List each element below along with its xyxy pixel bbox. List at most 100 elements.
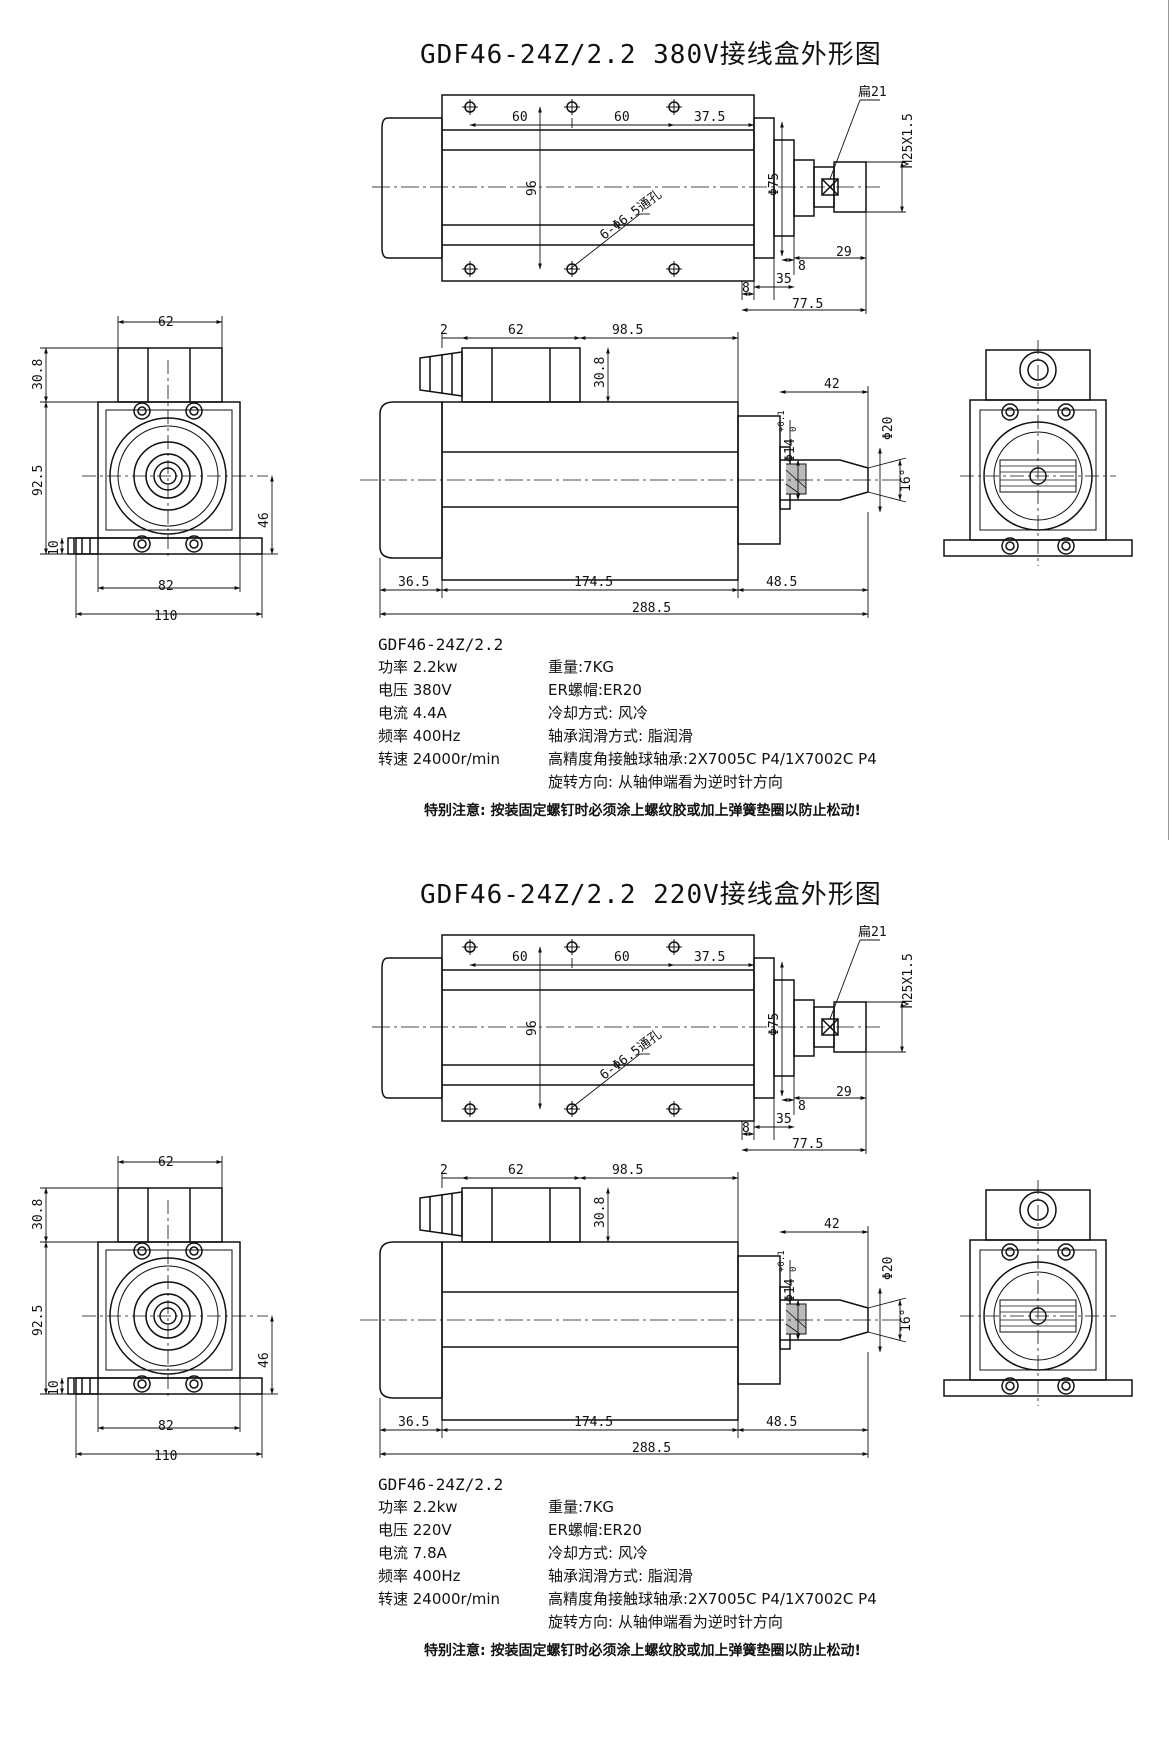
dim-8a: 8 [798,1099,806,1114]
dim-30-8-end: 30.8 [31,1199,46,1230]
dim-flat: 扁21 [858,85,887,100]
dim-42: 42 [824,377,840,392]
spec-weight: 重量:7KG [548,1498,615,1516]
technical-drawing: 60 60 37.5 96 6-Φ6.5通孔 Φ75 扁21 M25X1.5 8… [31,925,1133,1464]
dim-174-5: 174.5 [574,1415,613,1430]
spec-bearing: 高精度角接触球轴承:2X7005C P4/1X7002C P4 [548,750,877,768]
dim-10: 10 [47,540,62,556]
dim-hole-pitch-1: 60 [512,950,528,965]
dim-hole-pitch-1: 60 [512,110,528,125]
dim-82: 82 [158,579,174,594]
dim-98-5: 98.5 [612,1163,643,1178]
dim-20: Φ20 [881,1257,896,1280]
warning-note: 特别注意: 按装固定螺钉时必须涂上螺纹胶或加上弹簧垫圈以防止松动! [424,1643,861,1659]
spec-block: GDF46-24Z/2.2 功率 2.2kw 电压 380V 电流 4.4A 频… [378,633,898,791]
dim-tol-upper: +0.1 [777,1250,787,1272]
dim-36-5: 36.5 [398,575,429,590]
dim-flat: 扁21 [858,925,887,940]
drawing-sheet-220v: GDF46-24Z/2.2 220V接线盒外形图 [0,840,1172,1690]
spec-model: GDF46-24Z/2.2 [378,635,504,654]
dim-30-8-end: 30.8 [31,359,46,390]
spec-power: 功率 2.2kw [378,1498,458,1516]
dim-35: 35 [776,1112,792,1127]
spec-current: 电流 7.8A [378,1544,447,1562]
dimension-labels: 60 60 37.5 96 6-Φ6.5通孔 Φ75 扁21 M25X1.5 8… [31,925,916,1464]
dim-hole-pitch-2: 60 [614,950,630,965]
dim-tol-lower: 0 [789,1267,799,1272]
spec-cooling: 冷却方式: 风冷 [548,1544,648,1562]
dim-angle: 16° [899,469,914,492]
dim-hole-pitch-2: 60 [614,110,630,125]
dim-width: 96 [525,1020,540,1036]
dim-29: 29 [836,245,852,260]
dim-29: 29 [836,1085,852,1100]
dim-14: Φ14 [783,1278,798,1302]
spec-speed: 转速 24000r/min [378,1590,500,1608]
dim-77-5: 77.5 [792,1137,823,1152]
dim-30-8-side: 30.8 [593,1197,608,1228]
spec-bearing: 高精度角接触球轴承:2X7005C P4/1X7002C P4 [548,1590,877,1608]
dim-62-end: 62 [158,1155,174,1170]
spec-block: GDF46-24Z/2.2 功率 2.2kw 电压 220V 电流 7.8A 频… [378,1473,898,1631]
dim-thread: M25X1.5 [901,113,916,168]
dim-10: 10 [47,1380,62,1396]
side-view [379,1187,869,1421]
dim-width: 96 [525,180,540,196]
dim-2: 2 [440,323,448,338]
dim-8b: 8 [742,281,750,296]
dim-62-side: 62 [508,323,524,338]
dim-42: 42 [824,1217,840,1232]
dim-tol-lower: 0 [789,427,799,432]
dim-288-5: 288.5 [632,1441,671,1456]
dim-48-5: 48.5 [766,1415,797,1430]
dim-82: 82 [158,1419,174,1434]
warning-note: 特别注意: 按装固定螺钉时必须涂上螺纹胶或加上弹簧垫圈以防止松动! [424,803,861,819]
spec-frequency: 频率 400Hz [378,1567,461,1585]
spec-voltage: 电压 220V [378,1521,452,1539]
spec-power: 功率 2.2kw [378,658,458,676]
left-end-view [67,347,263,555]
spec-model: GDF46-24Z/2.2 [378,1475,504,1494]
dim-77-5: 77.5 [792,297,823,312]
dim-92-5: 92.5 [31,1305,46,1336]
spec-nut: ER螺帽:ER20 [548,681,642,699]
spec-lubrication: 轴承润滑方式: 脂润滑 [548,1567,693,1585]
page-edge-line [1168,0,1169,840]
dim-body-dia: Φ75 [767,1013,782,1036]
dim-62-side: 62 [508,1163,524,1178]
dim-110: 110 [154,609,177,624]
spec-voltage: 电压 380V [378,681,452,699]
dim-98-5: 98.5 [612,323,643,338]
dim-2: 2 [440,1163,448,1178]
spec-lubrication: 轴承润滑方式: 脂润滑 [548,727,693,745]
side-view [379,347,869,581]
left-end-view [67,1187,263,1395]
dim-hole-offset: 37.5 [694,950,725,965]
dim-tol-upper: +0.1 [777,410,787,432]
dim-36-5: 36.5 [398,1415,429,1430]
dim-8b: 8 [742,1121,750,1136]
dim-92-5: 92.5 [31,465,46,496]
technical-drawing: 60 60 37.5 96 6-Φ6.5通孔 Φ75 扁21 M25X1.5 8… [31,85,1133,624]
sheet-title: GDF46-24Z/2.2 380V接线盒外形图 [420,40,882,70]
drawing-sheet-380v: GDF46-24Z/2.2 380V接线盒外形图 [0,0,1172,850]
dim-62-end: 62 [158,315,174,330]
dim-holes: 6-Φ6.5通孔 [597,1027,664,1083]
dim-14: Φ14 [783,438,798,462]
dimension-labels: 60 60 37.5 96 6-Φ6.5通孔 Φ75 扁21 M25X1.5 8… [31,85,916,624]
dim-174-5: 174.5 [574,575,613,590]
dim-48-5: 48.5 [766,575,797,590]
top-view [381,934,867,1122]
dim-thread: M25X1.5 [901,953,916,1008]
dim-46: 46 [257,512,272,528]
sheet-title: GDF46-24Z/2.2 220V接线盒外形图 [420,880,882,910]
dim-20: Φ20 [881,417,896,440]
dim-holes: 6-Φ6.5通孔 [597,187,664,243]
dim-hole-offset: 37.5 [694,110,725,125]
spec-weight: 重量:7KG [548,658,615,676]
spec-cooling: 冷却方式: 风冷 [548,704,648,722]
dim-angle: 16° [899,1309,914,1332]
dim-288-5: 288.5 [632,601,671,616]
dim-30-8-side: 30.8 [593,357,608,388]
dim-8a: 8 [798,259,806,274]
